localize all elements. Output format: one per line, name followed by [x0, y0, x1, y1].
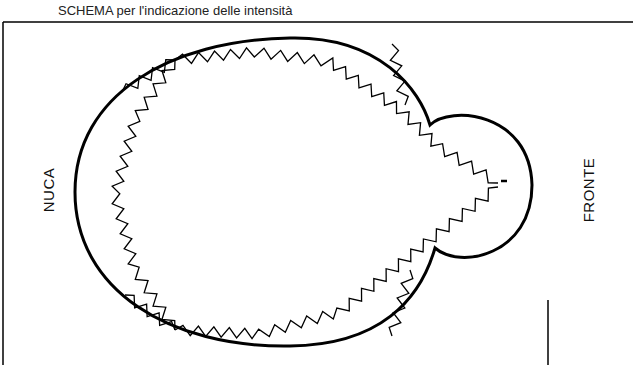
suture-line [389, 270, 413, 336]
suture-line [175, 48, 498, 183]
suture-line [112, 60, 175, 330]
skull-outline [75, 38, 532, 346]
frame-line [547, 300, 549, 365]
suture-line [175, 187, 498, 339]
frame-line [3, 21, 633, 23]
suture-line [125, 295, 175, 330]
frame-line [2, 22, 4, 365]
diagram-title: SCHEMA per l'indicazione delle intensità [58, 3, 292, 18]
orientation-label: FRONTE [580, 158, 597, 223]
suture-line [390, 44, 408, 105]
suture-lines [112, 44, 498, 339]
orientation-label: NUCA [40, 168, 57, 213]
suture-line [122, 60, 175, 92]
tick-mark [501, 180, 507, 183]
